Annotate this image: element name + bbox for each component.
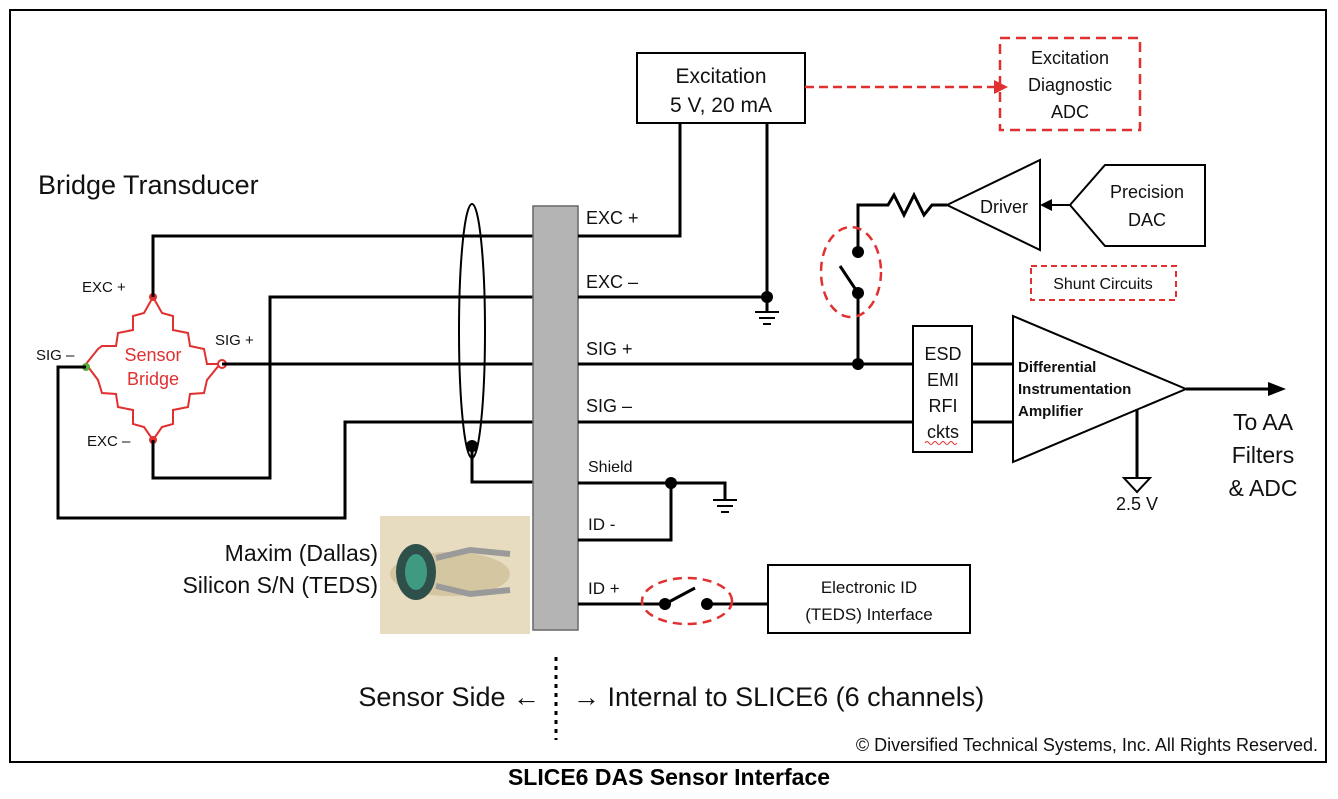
excitation-box bbox=[636, 52, 806, 124]
id-switch-contact-right bbox=[701, 598, 713, 610]
maxim-label-line2: Silicon S/N (TEDS) bbox=[182, 572, 378, 598]
teds-label-line2: (TEDS) Interface bbox=[805, 605, 933, 624]
driver-label: Driver bbox=[980, 197, 1028, 217]
excitation-label-line1: Excitation bbox=[675, 65, 766, 88]
conn-shield-label: Shield bbox=[588, 459, 632, 476]
shunt-switch-highlight bbox=[819, 225, 883, 319]
copyright-notice: © Diversified Technical Systems, Inc. Al… bbox=[856, 735, 1318, 755]
sensor-side-label: Sensor Side ← bbox=[358, 682, 540, 712]
ground-symbol-shield bbox=[713, 499, 737, 513]
reference-voltage-label: 2.5 V bbox=[1116, 494, 1158, 514]
excitation-diagnostic-adc-box bbox=[998, 36, 1142, 132]
dac-label-line1: Precision bbox=[1110, 182, 1184, 202]
shunt-switch-blade bbox=[838, 265, 860, 294]
output-label-line3: & ADC bbox=[1228, 475, 1297, 501]
sensor-bridge: Sensor Bridge bbox=[82, 293, 227, 444]
conn-sig-minus-label: SIG – bbox=[586, 396, 632, 416]
conn-id-plus-label: ID + bbox=[588, 579, 620, 598]
teds-chip-photo bbox=[380, 516, 530, 634]
rfi-label: RFI bbox=[929, 396, 958, 416]
chip-leads bbox=[435, 546, 511, 598]
sig-minus-node-label: SIG – bbox=[36, 347, 75, 364]
dac-label-line2: DAC bbox=[1128, 210, 1166, 230]
output-label-line2: Filters bbox=[1232, 442, 1295, 468]
emi-label: EMI bbox=[927, 370, 959, 390]
exc-minus-junction-dot bbox=[761, 291, 773, 303]
conn-id-minus-label: ID - bbox=[588, 515, 615, 534]
wire-exc-minus-sensor bbox=[151, 295, 533, 480]
diagram-title: SLICE6 DAS Sensor Interface bbox=[507, 764, 831, 790]
id-switch bbox=[640, 576, 734, 626]
shunt-circuit bbox=[819, 191, 947, 364]
wire-sig-minus-sensor bbox=[56, 365, 533, 520]
teds-interface-box bbox=[767, 564, 971, 634]
precision-dac-box bbox=[1068, 164, 1206, 247]
internal-wiring bbox=[578, 123, 913, 606]
shunt-circuits-label: Shunt Circuits bbox=[1053, 276, 1153, 293]
diag-label-line1: Excitation bbox=[1031, 48, 1109, 68]
sig-plus-node-label: SIG + bbox=[215, 332, 254, 349]
connector-bar bbox=[532, 205, 579, 631]
shunt-resistor bbox=[856, 191, 947, 252]
internal-side-label: → Internal to SLICE6 (6 channels) bbox=[573, 682, 984, 712]
output-label-line1: To AA bbox=[1233, 409, 1294, 435]
exc-plus-node-label: EXC + bbox=[82, 279, 126, 296]
ground-symbol-exc bbox=[755, 311, 779, 325]
diagnostic-link-arrowhead bbox=[994, 80, 1008, 94]
chip-lens bbox=[405, 554, 427, 590]
wire-id-minus bbox=[578, 483, 673, 542]
bridge-label: Bridge bbox=[127, 369, 179, 389]
amp-output-arrowhead bbox=[1268, 382, 1286, 396]
esd-emi-rfi-box bbox=[912, 325, 973, 453]
excitation-label-line2: 5 V, 20 mA bbox=[670, 94, 772, 117]
wire-shield-internal bbox=[578, 481, 727, 500]
amp-label-line2: Instrumentation bbox=[1018, 381, 1131, 398]
ckts-label: ckts bbox=[927, 422, 959, 442]
wire-exc-plus-internal bbox=[578, 123, 682, 238]
shunt-circuits-label-box bbox=[1030, 265, 1177, 301]
teds-label-line1: Electronic ID bbox=[821, 578, 917, 597]
diag-label-line2: Diagnostic bbox=[1028, 75, 1112, 95]
dac-to-driver-arrowhead bbox=[1040, 199, 1052, 211]
wire-exc-plus-sensor bbox=[151, 234, 533, 297]
amp-label-line1: Differential bbox=[1018, 359, 1096, 376]
id-switch-highlight bbox=[640, 576, 734, 626]
conn-sig-plus-label: SIG + bbox=[586, 339, 633, 359]
exc-minus-node-label: EXC – bbox=[87, 433, 131, 450]
diag-label-line3: ADC bbox=[1051, 102, 1089, 122]
diagram-frame bbox=[9, 9, 1327, 763]
esd-label: ESD bbox=[924, 344, 961, 364]
conn-exc-minus-label: EXC – bbox=[586, 272, 638, 292]
sensor-label: Sensor bbox=[124, 345, 181, 365]
conn-exc-plus-label: EXC + bbox=[586, 208, 639, 228]
esd-to-amp-wires bbox=[972, 362, 1013, 424]
maxim-label-line1: Maxim (Dallas) bbox=[225, 540, 378, 566]
id-switch-blade bbox=[664, 586, 696, 606]
reference-symbol bbox=[1121, 477, 1153, 494]
ckts-spellcheck-underline bbox=[924, 441, 958, 445]
differential-amplifier bbox=[1012, 314, 1189, 464]
cable-shield-ellipse bbox=[458, 203, 486, 459]
wire-shield-sensor bbox=[470, 446, 533, 484]
bridge-transducer-title: Bridge Transducer bbox=[38, 170, 259, 200]
amp-label-line3: Amplifier bbox=[1018, 403, 1083, 420]
sensor-wiring bbox=[56, 203, 533, 520]
